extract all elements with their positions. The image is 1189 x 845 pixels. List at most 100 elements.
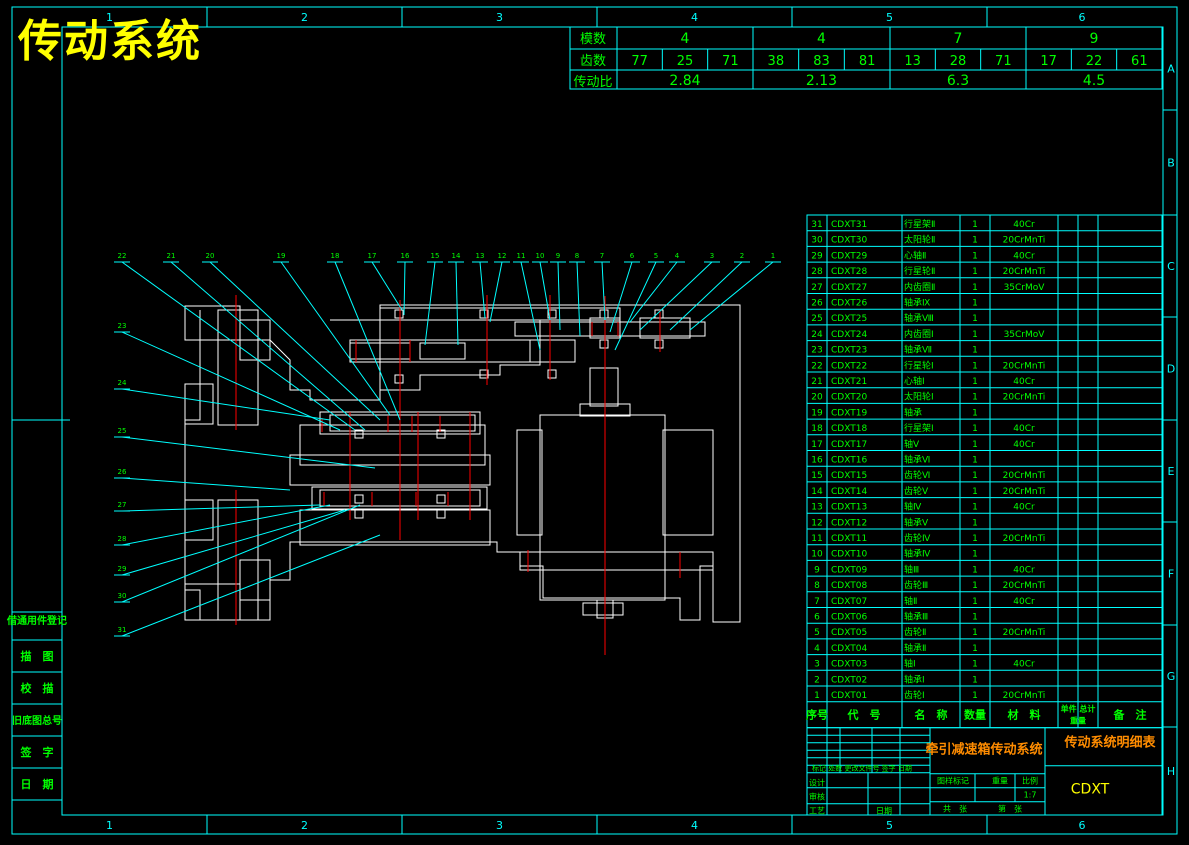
motor-body <box>539 414 666 601</box>
bom-index: 2 <box>814 675 820 685</box>
bom-code: CDXT27 <box>831 283 867 293</box>
zone-row-label: F <box>1168 568 1174 581</box>
bolt-mark <box>479 369 489 379</box>
zone-row-label: B <box>1167 157 1175 170</box>
bom-code: CDXT12 <box>831 518 867 528</box>
bom-qty: 1 <box>972 267 978 277</box>
bom-code: CDXT21 <box>831 377 867 387</box>
bom-material: 20CrMnTi <box>1003 487 1046 497</box>
title-block-frame <box>806 727 1163 816</box>
callout-leader <box>424 261 436 346</box>
bom-index: 19 <box>811 408 823 418</box>
module-value: 4 <box>817 31 826 47</box>
bom-name: 齿轮Ⅴ <box>904 485 929 497</box>
bom-name: 齿轮Ⅵ <box>904 469 930 481</box>
shaft-III <box>329 414 476 432</box>
bom-index: 10 <box>811 550 823 560</box>
callout-leader <box>209 261 381 421</box>
bom-code: CDXT25 <box>831 314 867 324</box>
title-block-label: 重量 <box>992 776 1008 786</box>
zone-column-top: 4 <box>691 11 698 24</box>
zone-column-bottom: 4 <box>691 819 698 832</box>
bom-name: 轴Ⅰ <box>904 658 916 670</box>
bom-index: 7 <box>814 597 820 607</box>
bom-material: 20CrMnTi <box>1003 628 1046 638</box>
bom-qty: 1 <box>972 597 978 607</box>
planet-gear <box>529 339 576 363</box>
bom-code: CDXT22 <box>831 361 867 371</box>
bom-name: 心轴Ⅱ <box>904 249 926 261</box>
bom-qty: 1 <box>972 534 978 544</box>
callout-leader <box>614 261 657 351</box>
bom-index: 29 <box>811 251 823 261</box>
bom-material: 40Cr <box>1013 377 1035 387</box>
ratio-value: 6.3 <box>947 73 969 89</box>
bom-code: CDXT17 <box>831 440 867 450</box>
bom-code: CDXT26 <box>831 299 867 309</box>
left-bearing-upper <box>217 309 259 426</box>
bom-index: 21 <box>811 377 822 387</box>
bom-code: CDXT28 <box>831 267 867 277</box>
bom-name: 轴承Ⅸ <box>904 297 930 309</box>
bom-name: 齿轮Ⅲ <box>904 579 928 591</box>
bom-name: 齿轮Ⅳ <box>904 532 931 544</box>
upper-cover <box>379 307 621 321</box>
callout-number: 25 <box>118 427 127 435</box>
bom-material: 20CrMnTi <box>1003 236 1046 246</box>
bolt-mark <box>394 309 404 319</box>
bom-code: CDXT18 <box>831 424 867 434</box>
left-flange <box>184 583 241 621</box>
bom-qty: 1 <box>972 299 978 309</box>
bom-name: 齿轮Ⅱ <box>904 626 926 638</box>
bom-name: 轴承Ⅳ <box>904 548 931 560</box>
bom-index: 12 <box>811 518 822 528</box>
teeth-value: 13 <box>904 54 921 69</box>
bom-index: 15 <box>811 471 822 481</box>
registry-frame <box>11 611 63 801</box>
bom-qty: 1 <box>972 471 978 481</box>
motor-flange-right <box>662 429 714 536</box>
bom-name: 太阳轮Ⅱ <box>904 234 935 246</box>
teeth-value: 71 <box>995 54 1012 69</box>
bom-material: 35CrMoV <box>1004 283 1046 293</box>
bom-index: 31 <box>811 220 822 230</box>
bom-qty: 1 <box>972 346 978 356</box>
bolt-mark <box>436 494 446 504</box>
callout-number: 21 <box>167 252 176 260</box>
callout-leader <box>121 261 356 431</box>
bom-name: 心轴Ⅰ <box>904 375 925 387</box>
bom-header: 材 料 <box>1008 708 1041 722</box>
bom-qty: 1 <box>972 251 978 261</box>
teeth-value: 71 <box>722 54 739 69</box>
bom-index: 23 <box>811 346 822 356</box>
bom-material: 40Cr <box>1013 251 1035 261</box>
bom-index: 1 <box>814 691 820 701</box>
teeth-value: 77 <box>631 54 648 69</box>
zone-column-bottom: 6 <box>1079 819 1086 832</box>
bom-name: 轴承Ⅲ <box>904 611 928 623</box>
bom-material: 40Cr <box>1013 565 1035 575</box>
sheet-number: 第 张 <box>998 804 1022 814</box>
revision-headers: 标记 处数 更改文件号 签字 日期 <box>812 764 912 773</box>
bom-qty: 1 <box>972 330 978 340</box>
bom-code: CDXT16 <box>831 456 867 466</box>
registry-label: 校 描 <box>21 681 54 695</box>
sheet-total: 共 张 <box>943 805 967 814</box>
bom-material: 40Cr <box>1013 503 1035 513</box>
role-label: 工艺 <box>809 807 825 816</box>
teeth-value: 81 <box>859 54 876 69</box>
left-housing-step <box>239 559 271 601</box>
gear-table-row-label: 传动比 <box>573 75 612 90</box>
motor-base <box>519 551 714 571</box>
bom-qty: 1 <box>972 644 978 654</box>
bom-index: 9 <box>814 565 820 575</box>
bom-code: CDXT19 <box>831 408 867 418</box>
bom-material: 20CrMnTi <box>1003 267 1046 277</box>
teeth-value: 28 <box>950 54 967 69</box>
bom-qty: 1 <box>972 314 978 324</box>
callout-number: 20 <box>206 252 215 260</box>
ratio-value: 4.5 <box>1083 73 1105 89</box>
callout-number: 6 <box>630 252 635 260</box>
bom-code: CDXT10 <box>831 550 867 560</box>
role-label: 设计 <box>809 778 825 788</box>
